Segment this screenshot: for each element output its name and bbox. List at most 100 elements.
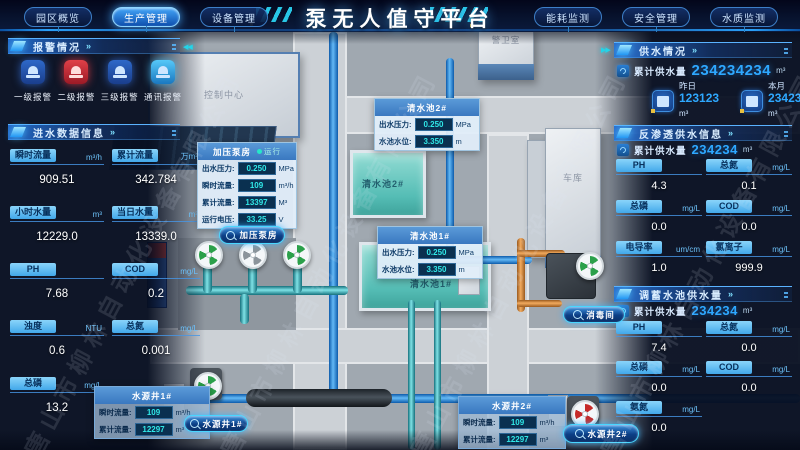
section-alarm-header: 报警情况 » (8, 38, 180, 54)
pipe-orange-top (517, 250, 565, 257)
alarm-indicator[interactable]: 一级报警 (12, 60, 54, 103)
ro-total-row: 累计供水量 234234 m³ (617, 142, 752, 157)
alarm-indicator[interactable]: 三级报警 (99, 60, 141, 103)
nav-tab[interactable]: 生产管理 (112, 7, 180, 32)
well1-button[interactable]: 水源井1# (184, 415, 248, 432)
metric-label: PH (616, 320, 662, 334)
month-value: 234234 m³ (768, 90, 800, 118)
disinfection-pump-icon (576, 252, 604, 280)
card-row: 出水压力: 0.250 MPa (202, 162, 294, 175)
disinfection-room-button[interactable]: 消毒间 (563, 306, 625, 323)
garage-building: 车库 (545, 128, 601, 268)
metric-value: 0.0 (651, 221, 667, 233)
metric-unit: mg/L (180, 267, 198, 276)
pipe-drop (240, 294, 249, 324)
metric-value: 7.68 (45, 288, 69, 300)
siren-icon (107, 60, 132, 84)
metric-label: 总磷 (616, 360, 662, 374)
metric-value: 0.1 (741, 180, 757, 192)
card-row: 运行电压: 33.25 V (202, 213, 284, 226)
clear-water-pool-2: 清水池2# (350, 150, 426, 218)
nav-tab[interactable]: 安全管理 (622, 7, 690, 32)
nav-tab[interactable]: 水质监测 (710, 7, 778, 32)
supply-total-label: 累计供水量 (634, 66, 687, 78)
metric-value: 999.9 (735, 262, 763, 274)
pump-room-card-title: 加压泵房 运行 (198, 143, 296, 160)
well2-button[interactable]: 水源井2# (563, 424, 639, 443)
metric-unit: m³ (92, 210, 102, 219)
guard-room-base (478, 64, 534, 80)
nav-tab-label: 生产管理 (124, 13, 168, 25)
pipe-well-b (434, 300, 441, 450)
card-row: 水池水位: 3.350 m (382, 263, 465, 276)
metric-value: 4.3 (651, 180, 667, 192)
supply-total-value: 234234234 (691, 62, 772, 79)
magnifier-icon (573, 310, 583, 319)
metric-label: 当日水量 (112, 205, 158, 219)
pool2-label: 清水池2# (362, 179, 405, 189)
chevron-right-icon: » (728, 289, 734, 299)
metric-label: 瞬时流量 (10, 148, 56, 162)
month-stat: 本月 234234 m³ (740, 81, 800, 119)
nav-tab-label: 能耗监测 (546, 13, 590, 25)
collapse-left-icon[interactable]: ◀◀ (183, 44, 193, 51)
metric-unit: mg/L (772, 365, 790, 374)
pool2-card: 清水池2# 出水压力: 0.250 MPa 水池水位: 3.350 m (374, 98, 480, 151)
metric-label: 总氮 (112, 319, 158, 333)
yesterday-value: 123123 m³ (679, 90, 720, 118)
yesterday-stat: 昨日 123123 m³ (651, 81, 720, 119)
metric-value: 0.0 (741, 382, 757, 394)
metric-cell: 总氮 mg/L 0.1 (706, 157, 792, 198)
metric-unit: mg/L (772, 163, 790, 172)
metric-cell: 总磷 mg/L 0.0 (616, 198, 702, 239)
reservoir-total-label: 累计供水量 (634, 306, 687, 318)
supply-section-title: 供水情况 (639, 46, 687, 58)
metric-unit: um/cm (676, 245, 700, 254)
metric-cell: 总磷 mg/L 13.2 (10, 375, 104, 432)
well2-card: 水源井2# 瞬时流量: 109 m³/h 累计流量: 12297 m³ (458, 396, 566, 449)
guard-room-label: 警卫室 (491, 35, 521, 45)
metric-value: 7.4 (651, 342, 667, 354)
nav-tab[interactable]: 能耗监测 (534, 7, 602, 32)
pool1-card: 清水池1# 出水压力: 0.250 MPa 水池水位: 3.350 m (377, 226, 483, 279)
pump-room-button[interactable]: 加压泵房 (219, 226, 285, 244)
metric-value: 0.2 (148, 288, 164, 300)
card-row: 出水压力: 0.250 MPa (382, 246, 474, 259)
metric-label: 累计流量 (112, 148, 158, 162)
alarm-label: 一级报警 (13, 92, 52, 102)
metric-label: 浊度 (10, 319, 56, 333)
pump-1-running-icon (195, 241, 223, 269)
collapse-right-icon[interactable]: ▶▶ (601, 47, 611, 54)
alarm-indicator[interactable]: 二级报警 (55, 60, 97, 103)
card-row: 瞬时流量: 109 m³/h (202, 179, 294, 192)
metric-label: 氨氮 (616, 400, 662, 414)
metric-cell: PH 4.3 (616, 157, 702, 198)
metric-label: 总氮 (706, 158, 752, 172)
alarm-label: 二级报警 (57, 92, 96, 102)
pool1-label: 清水池1# (410, 279, 453, 289)
reservoir-total-row: 累计供水量 234234 m³ (617, 303, 752, 318)
supply-total-row: 累计供水量 234234234 m³ (617, 62, 785, 79)
supply-period-row: 昨日 123123 m³ 本月 234234 m³ (651, 81, 800, 119)
nav-tab[interactable]: 设备管理 (200, 7, 268, 32)
alarm-indicator-row: 一级报警 二级报警 三级报警 通讯报警 (12, 60, 184, 103)
alarm-section-title: 报警情况 (33, 42, 81, 54)
card-row: 累计流量: 12297 m³ (463, 433, 549, 446)
metric-cell: 总磷 mg/L 0.0 (616, 359, 702, 399)
garage-label: 车库 (562, 173, 583, 183)
card-row: 水池水位: 3.350 m (379, 135, 462, 148)
metric-cell: 总氮 mg/L 0.001 (112, 318, 200, 375)
running-status: 运行 (257, 146, 281, 157)
ro-total-label: 累计供水量 (634, 145, 687, 157)
metric-label: 总磷 (10, 376, 56, 390)
metric-unit: NTU (85, 324, 102, 333)
water-meter-icon (617, 143, 629, 156)
alarm-indicator[interactable]: 通讯报警 (142, 60, 184, 103)
pool2-card-title: 清水池2# (375, 99, 479, 116)
magnifier-icon (574, 429, 584, 438)
card-row: 出水压力: 0.250 MPa (379, 118, 471, 131)
pipe-well-a (408, 300, 415, 450)
pipe-orange-vertical (517, 238, 525, 312)
nav-tab[interactable]: 园区概览 (24, 7, 92, 32)
